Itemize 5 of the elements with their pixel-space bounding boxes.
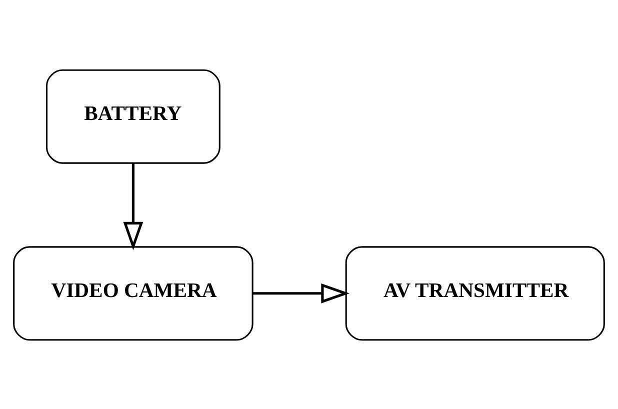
- node-box: VIDEO CAMERA: [13, 246, 254, 340]
- arrow: [252, 282, 350, 303]
- node-box: BATTERY: [46, 68, 220, 164]
- node-box: AV TRANSMITTER: [345, 246, 605, 340]
- arrow: [123, 162, 144, 250]
